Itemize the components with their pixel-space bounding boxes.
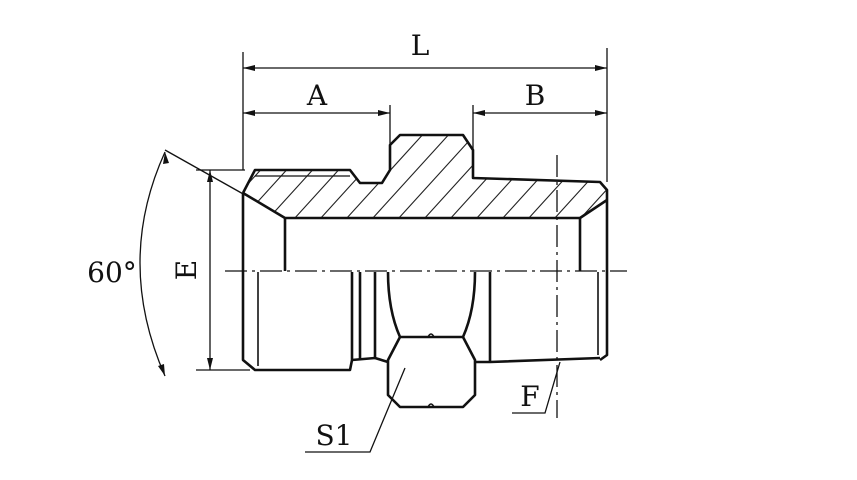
- label-l: L: [411, 29, 430, 62]
- hatch-line: [648, 120, 748, 230]
- label-f: F: [520, 380, 539, 413]
- hatch-line: [309, 135, 411, 218]
- hatch-line: [243, 135, 333, 218]
- label-b: B: [525, 79, 546, 112]
- hatch-line: [243, 135, 281, 218]
- hatch-line: [465, 135, 567, 218]
- label-s1: S1: [316, 419, 353, 452]
- section-hatching: [243, 120, 774, 230]
- hatch-line: [517, 135, 607, 218]
- hatch-line: [491, 135, 593, 218]
- hatch-line: [543, 135, 607, 218]
- label-angle: 60°: [87, 256, 137, 289]
- label-e: E: [170, 260, 203, 280]
- hatch-line: [674, 120, 774, 230]
- label-a: A: [306, 79, 328, 112]
- hatch-line: [257, 135, 359, 218]
- hatch-line: [439, 135, 541, 218]
- hatch-line: [243, 135, 307, 218]
- hatch-line: [361, 135, 463, 218]
- hatch-line: [569, 135, 607, 218]
- fitting-outline: [241, 133, 609, 409]
- dimension-lines: [139, 48, 608, 453]
- hatch-line: [622, 120, 722, 230]
- hatch-line: [283, 135, 385, 218]
- hatch-line: [595, 135, 607, 218]
